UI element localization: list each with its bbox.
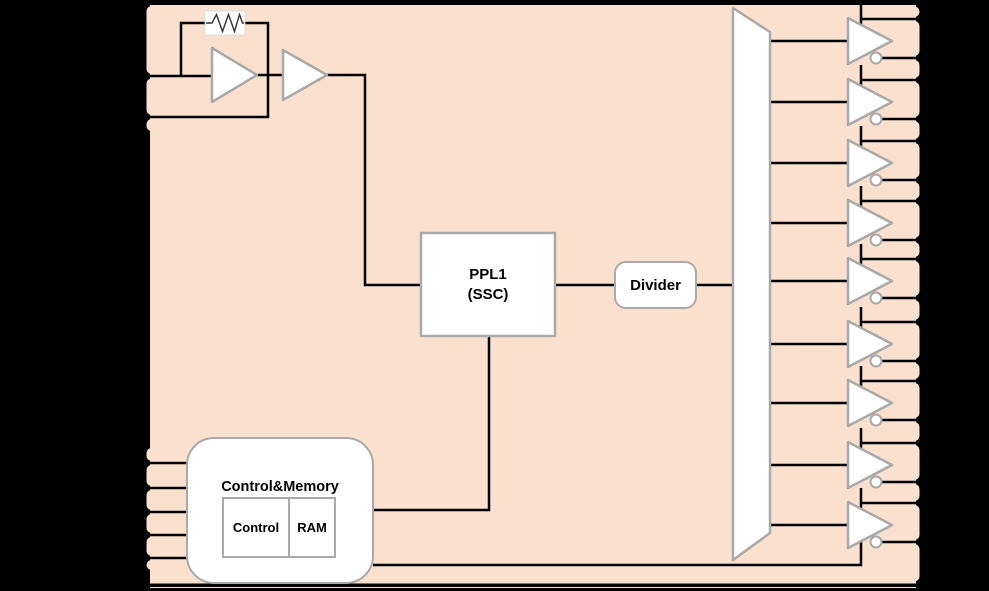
pin-tab [893, 363, 920, 379]
pin-nub [141, 114, 147, 120]
pin-tab [893, 445, 920, 480]
pin-nub [918, 358, 924, 364]
pin-tab [146, 465, 176, 486]
control-memory-block: Control&Memory Control RAM [186, 437, 374, 584]
divider-block [614, 261, 697, 309]
pin-nub [918, 198, 924, 204]
output-buffer-triangle [846, 440, 894, 490]
pin-nub [918, 55, 924, 61]
ram-subblock [288, 497, 336, 558]
wire-osc-to-pll [327, 73, 421, 287]
pin-nub [918, 500, 924, 506]
chip-top-border [150, 1, 918, 5]
pin-nub [918, 177, 924, 183]
output-buffer-triangle [846, 138, 894, 188]
pin-tab [146, 119, 176, 131]
pin-tab [893, 300, 920, 320]
pin-tab [146, 537, 176, 556]
output-buffer-triangle [846, 77, 894, 127]
pll-label: PPL1 [469, 266, 507, 283]
pin-tab [146, 78, 176, 115]
output-buffer-triangle [846, 16, 894, 66]
pin-nub [918, 378, 924, 384]
pin-nub [918, 319, 924, 325]
pin-nub [141, 460, 147, 466]
wire-layer [141, 21, 863, 567]
pin-tab [893, 242, 920, 257]
pin-nub [141, 532, 147, 538]
output-buffer-layer [846, 16, 894, 550]
pin-tab [893, 544, 920, 582]
pin-nub [141, 73, 147, 79]
wire-pll-to-control [373, 336, 491, 512]
pin-tab [893, 324, 920, 359]
pin-nub [918, 116, 924, 122]
pin-tab [893, 6, 920, 17]
osc-buffer-icon [281, 48, 329, 102]
pin-tab [146, 6, 176, 74]
pll-sublabel: (SSC) [468, 286, 509, 303]
pin-nub [141, 485, 147, 491]
pin-nub [918, 479, 924, 485]
pin-nub [918, 138, 924, 144]
inversion-bubble-icon [869, 51, 883, 65]
resistor-icon [206, 12, 244, 34]
inversion-bubble-icon [869, 535, 883, 549]
inversion-bubble-icon [869, 112, 883, 126]
chip-bottom-border [150, 583, 918, 587]
pin-nub [918, 16, 924, 22]
pin-tab [893, 484, 920, 501]
pin-nub [918, 417, 924, 423]
pin-tab [893, 505, 920, 540]
pin-tab [893, 182, 920, 199]
pin-tab [893, 383, 920, 418]
inversion-bubble-icon [869, 475, 883, 489]
pin-nub [918, 440, 924, 446]
pin-tab-layer [146, 6, 920, 582]
pin-tab [893, 143, 920, 178]
control-memory-title: Control&Memory [221, 479, 339, 495]
pin-tab [893, 203, 920, 238]
inversion-bubble-icon [869, 173, 883, 187]
pin-tab [146, 490, 176, 510]
pin-nub [918, 539, 924, 545]
pin-tab [893, 60, 920, 78]
pin-tab [146, 514, 176, 533]
ram-label: RAM [297, 520, 327, 535]
pin-tab [893, 121, 920, 139]
pll-block [419, 231, 557, 338]
pin-tab [893, 82, 920, 117]
fanout-mux [731, 6, 772, 562]
pin-tab [893, 21, 920, 56]
pin-tab [893, 422, 920, 441]
pin-tab [146, 560, 176, 570]
output-buffer-triangle [846, 198, 894, 248]
pin-nub [141, 509, 147, 515]
pin-nub [918, 256, 924, 262]
control-subblock [222, 497, 290, 558]
inversion-bubble-icon [869, 291, 883, 305]
pin-tab [146, 448, 176, 461]
inversion-bubble-icon [869, 413, 883, 427]
output-buffer-triangle [846, 319, 894, 369]
pin-tab [893, 261, 920, 296]
inversion-bubble-icon [869, 354, 883, 368]
control-label: Control [233, 520, 279, 535]
inversion-bubble-icon [869, 233, 883, 247]
pin-nub [918, 295, 924, 301]
pin-nub [918, 237, 924, 243]
pin-nub [918, 77, 924, 83]
output-buffer-triangle [846, 256, 894, 306]
divider-label: Divider [630, 277, 681, 294]
output-buffer-triangle [846, 500, 894, 550]
output-buffer-triangle [846, 378, 894, 428]
pin-nub [141, 555, 147, 561]
feedback-resistor [204, 10, 246, 36]
wire-control-to-output [373, 541, 863, 567]
osc-amplifier-icon [210, 46, 259, 104]
